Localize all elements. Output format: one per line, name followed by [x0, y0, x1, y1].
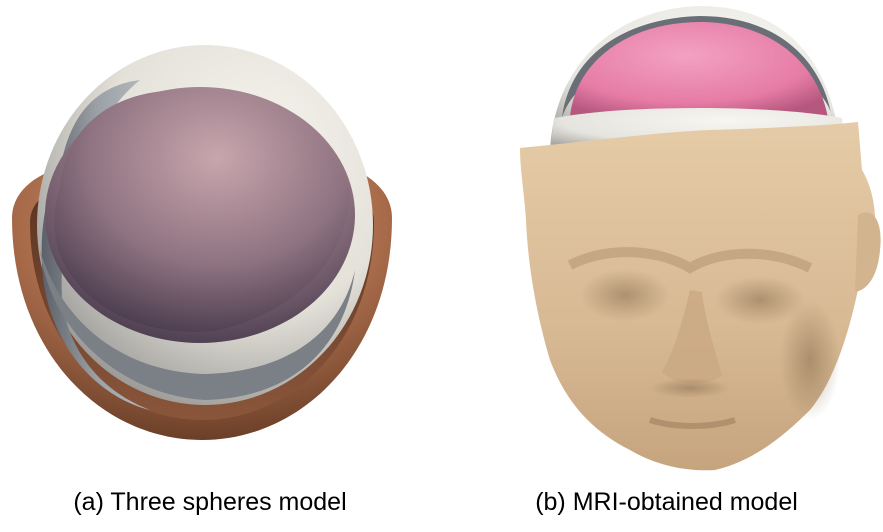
panel-three-spheres: (a) Three spheres model: [0, 0, 420, 532]
cheek-shadow-right: [780, 300, 840, 420]
nose-shadow: [650, 378, 730, 398]
nested-spheres-icon: [0, 0, 420, 480]
mri-head-icon: [450, 0, 883, 480]
panel-mri-model: (b) MRI-obtained model: [450, 0, 883, 532]
caption-three-spheres: (a) Three spheres model: [0, 488, 420, 517]
caption-mri-model: (b) MRI-obtained model: [450, 488, 883, 517]
ear: [855, 212, 881, 292]
left-eye-socket: [580, 269, 670, 321]
